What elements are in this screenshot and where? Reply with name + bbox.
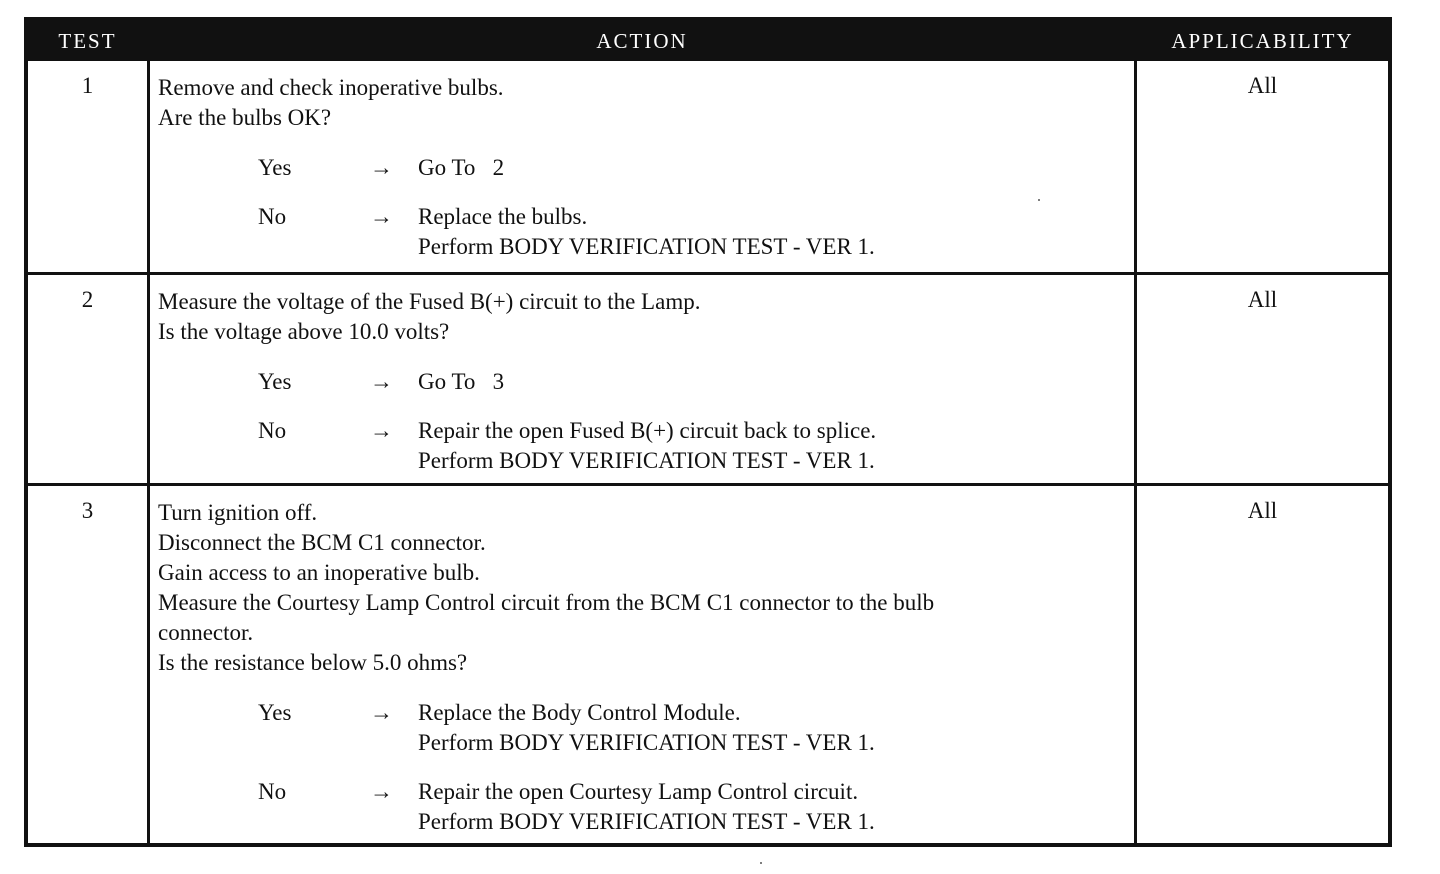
- action-steps: Measure the voltage of the Fused B(+) ci…: [158, 287, 1126, 347]
- applicability-cell: All: [1247, 73, 1278, 98]
- yes-label: Yes: [258, 155, 292, 180]
- action-steps: Turn ignition off. Disconnect the BCM C1…: [158, 498, 1126, 678]
- arrow-right-icon: →: [370, 779, 393, 804]
- no-label: No: [258, 204, 287, 229]
- no-label: No: [258, 418, 287, 443]
- arrow-right-icon: →: [370, 700, 393, 725]
- action-steps: Remove and check inoperative bulbs. Are …: [158, 73, 1126, 133]
- result-line: Repair the open Courtesy Lamp Control ci…: [418, 779, 859, 804]
- yes-outcome: Yes → Replace the Body Control Module. P…: [258, 698, 1126, 758]
- test-number: 2: [28, 272, 147, 483]
- no-outcome: No → Repair the open Courtesy Lamp Contr…: [258, 777, 1126, 837]
- action-step: Measure the voltage of the Fused B(+) ci…: [158, 289, 701, 314]
- yes-result: Go To 2: [418, 153, 1126, 183]
- no-result: Replace the bulbs. Perform BODY VERIFICA…: [418, 202, 1126, 262]
- header-action: ACTION: [147, 21, 1137, 61]
- yes-outcome: Yes → Go To 2: [258, 153, 1126, 183]
- action-step: Remove and check inoperative bulbs.: [158, 75, 504, 100]
- yes-label: Yes: [258, 700, 292, 725]
- no-outcome: No → Repair the open Fused B(+) circuit …: [258, 416, 1126, 476]
- applicability-cell: All: [1137, 483, 1388, 843]
- action-cell: Turn ignition off. Disconnect the BCM C1…: [147, 483, 1137, 843]
- action-step: Measure the Courtesy Lamp Control circui…: [158, 590, 935, 615]
- scan-speck: [760, 862, 762, 864]
- arrow-right-icon: →: [370, 204, 393, 229]
- result-line: Go To 3: [418, 369, 505, 394]
- header-applicability: APPLICABILITY: [1137, 21, 1388, 61]
- scan-speck: [1038, 199, 1040, 201]
- result-line: Replace the bulbs.: [418, 204, 588, 229]
- result-line: Perform BODY VERIFICATION TEST - VER 1.: [418, 234, 875, 259]
- no-result: Repair the open Fused B(+) circuit back …: [418, 416, 1126, 476]
- action-cell: Remove and check inoperative bulbs. Are …: [147, 61, 1137, 272]
- arrow-right-icon: →: [370, 155, 393, 180]
- action-step: Is the voltage above 10.0 volts?: [158, 319, 450, 344]
- action-cell: Measure the voltage of the Fused B(+) ci…: [147, 272, 1137, 483]
- action-step: Disconnect the BCM C1 connector.: [158, 530, 486, 555]
- action-step: connector.: [158, 620, 254, 645]
- yes-outcome: Yes → Go To 3: [258, 367, 1126, 397]
- diagnostic-table: TEST ACTION APPLICABILITY 1 Remove and c…: [24, 17, 1392, 847]
- result-line: Perform BODY VERIFICATION TEST - VER 1.: [418, 448, 875, 473]
- arrow-right-icon: →: [370, 418, 393, 443]
- applicability-cell: All: [1137, 272, 1388, 483]
- test-number: 1: [81, 73, 94, 98]
- action-step: Is the resistance below 5.0 ohms?: [158, 650, 468, 675]
- header-test: TEST: [28, 21, 147, 61]
- result-line: Go To 2: [418, 155, 505, 180]
- yes-label: Yes: [258, 369, 292, 394]
- yes-result: Replace the Body Control Module. Perform…: [418, 698, 1126, 758]
- yes-result: Go To 3: [418, 367, 1126, 397]
- no-outcome: No → Replace the bulbs. Perform BODY VER…: [258, 202, 1126, 262]
- action-step: Gain access to an inoperative bulb.: [158, 560, 480, 585]
- no-label: No: [258, 779, 287, 804]
- no-result: Repair the open Courtesy Lamp Control ci…: [418, 777, 1126, 837]
- result-line: Perform BODY VERIFICATION TEST - VER 1.: [418, 730, 875, 755]
- result-line: Replace the Body Control Module.: [418, 700, 741, 725]
- action-step: Turn ignition off.: [158, 500, 318, 525]
- result-line: Repair the open Fused B(+) circuit back …: [418, 418, 877, 443]
- test-number: 3: [28, 483, 147, 843]
- action-step: Are the bulbs OK?: [158, 105, 332, 130]
- result-line: Perform BODY VERIFICATION TEST - VER 1.: [418, 809, 875, 834]
- arrow-right-icon: →: [370, 369, 393, 394]
